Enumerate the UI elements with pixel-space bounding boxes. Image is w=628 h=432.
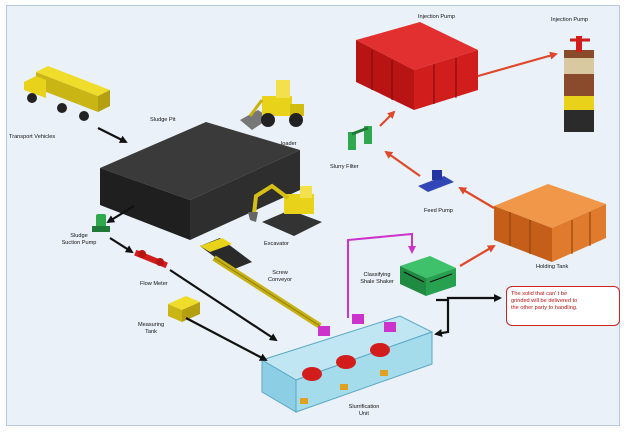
label-injection-pump-skid: Injection Pump <box>418 14 456 20</box>
solids-handling-note: The solid that can’ t be grinded will be… <box>506 286 620 326</box>
label-slurrification-unit-line2: Unit <box>359 411 369 417</box>
measuring-tank-icon <box>168 296 200 322</box>
sludge-pit <box>100 122 300 240</box>
label-flow-meter: Flow Meter <box>140 281 168 287</box>
slurrification-unit-icon <box>260 314 434 413</box>
transport-vehicle-icon <box>24 66 110 121</box>
arrow-measuring-tank-to-slurrification <box>185 317 268 361</box>
arrow-shaker-to-holding-tank <box>459 244 496 267</box>
label-transport-vehicles: Transport Vehicles <box>9 134 56 140</box>
label-screw-conveyor-line1: Screw <box>272 270 288 276</box>
label-classifying-shale-shaker-line1: Classifying <box>363 272 391 278</box>
label-measuring-tank: Measuring Tank <box>128 322 174 336</box>
label-slurrification-unit: Slurrification Unit <box>334 404 394 418</box>
label-measuring-tank-line1: Measuring <box>137 322 165 328</box>
label-sludge-suction-pump-line2: Suction Pump <box>61 240 97 246</box>
injection-pump-skid-icon <box>356 22 478 110</box>
note-line-3: the other party to handling. <box>511 305 578 311</box>
label-sludge-suction-pump-line1: Sludge <box>70 233 88 239</box>
arrow-injection-skid-to-pump-unit <box>477 51 558 78</box>
arrow-pit-to-suction-pump <box>106 205 135 224</box>
note-line-1: The solid that can’ t be <box>511 291 568 297</box>
excavator-icon <box>248 183 322 236</box>
arrow-slurrification-to-shaker <box>347 232 416 318</box>
arrow-feed-pump-to-slurry-filter <box>384 150 421 177</box>
feed-pump-icon <box>418 170 454 192</box>
label-screw-conveyor-line2: Conveyor <box>268 277 292 283</box>
arrow-truck-to-pit <box>97 127 128 143</box>
label-sludge-suction-pump: Sludge Suction Pump <box>54 233 104 247</box>
label-slurry-filter: Slurry Filter <box>330 164 359 170</box>
label-loader: loader <box>281 141 297 147</box>
classifying-shale-shaker-icon <box>400 256 456 296</box>
red-arrows <box>379 51 558 267</box>
arrow-shaker-to-note <box>436 294 502 302</box>
arrow-flow-meter-to-slurrification <box>169 269 278 342</box>
label-slurrification-unit-line1: Slurrification <box>348 404 380 410</box>
flow-meter-icon <box>134 249 168 269</box>
note-line-2: grinded will be delivered to <box>511 298 578 304</box>
black-arrows <box>97 127 502 361</box>
label-measuring-tank-line2: Tank <box>145 329 157 335</box>
label-excavator: Excavator <box>264 241 289 247</box>
label-feed-pump: Feed Pump <box>424 208 453 214</box>
label-holding-tank: Holding Tank <box>536 264 569 270</box>
sludge-suction-pump-icon <box>92 214 110 232</box>
injection-pump-unit-icon <box>564 36 594 132</box>
slurry-filter-icon <box>348 126 372 150</box>
label-classifying-shale-shaker-line2: Shale Shaker <box>360 279 394 285</box>
label-classifying-shale-shaker: Classifying Shale Shaker <box>352 272 402 286</box>
label-sludge-pit: Sludge Pit <box>150 117 176 123</box>
arrow-slurry-filter-to-injection-skid <box>379 110 396 127</box>
arrow-suction-pump-to-flow-meter <box>109 237 134 254</box>
arrow-holding-tank-to-feed-pump <box>458 186 495 209</box>
label-injection-pump-unit: Injection Pump <box>551 17 589 23</box>
loader-icon <box>240 80 304 130</box>
screw-conveyor-icon <box>200 238 322 329</box>
holding-tank-icon <box>494 184 606 262</box>
label-screw-conveyor: Screw Conveyor <box>260 270 300 284</box>
arrow-shaker-down <box>434 300 450 337</box>
